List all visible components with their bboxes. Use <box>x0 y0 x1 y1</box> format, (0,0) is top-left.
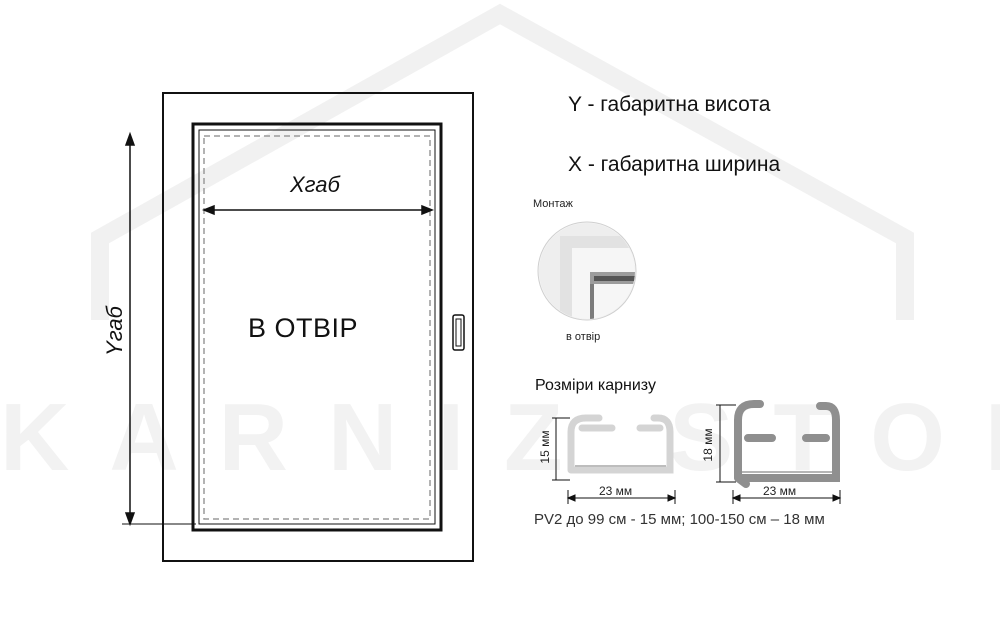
blind-outline <box>203 135 431 520</box>
profile-large <box>734 400 840 488</box>
watermark-logo: KARNIZ STORY <box>0 384 1000 491</box>
profile-small-height-label: 15 мм <box>538 430 552 464</box>
mounting-caption: в отвір <box>566 331 601 343</box>
profile-large-height-label: 18 мм <box>701 428 715 462</box>
y-dimension-label: Yгаб <box>102 306 127 356</box>
opening-label: В ОТВІР <box>248 313 359 343</box>
profile-large-width-label: 23 мм <box>763 484 797 498</box>
profile-large-dims <box>716 404 842 504</box>
mounting-title: Монтаж <box>533 198 573 210</box>
svg-text:KARNIZ STORY: KARNIZ STORY <box>0 384 1000 491</box>
window-sash-inner <box>198 129 436 525</box>
window-sash <box>191 122 443 532</box>
profile-small-dims <box>552 417 677 504</box>
window-frame-outer <box>162 92 474 562</box>
x-dimension-arrow <box>201 204 435 216</box>
legend-x-text: X - габаритна ширина <box>568 153 781 176</box>
cornice-note: PV2 до 99 см - 15 мм; 100-150 см – 18 мм <box>534 511 825 528</box>
profile-small <box>567 414 674 474</box>
legend-y-text: Y - габаритна висота <box>568 93 771 116</box>
mounting-illustration <box>537 221 637 321</box>
profile-small-width-label: 23 мм <box>599 484 633 498</box>
cornice-sizes-title: Розміри карнизу <box>535 377 656 394</box>
y-dimension-arrow <box>122 131 196 527</box>
x-dimension-label: Хгаб <box>290 172 340 197</box>
window-handle <box>452 314 465 351</box>
watermark-house <box>91 3 914 320</box>
